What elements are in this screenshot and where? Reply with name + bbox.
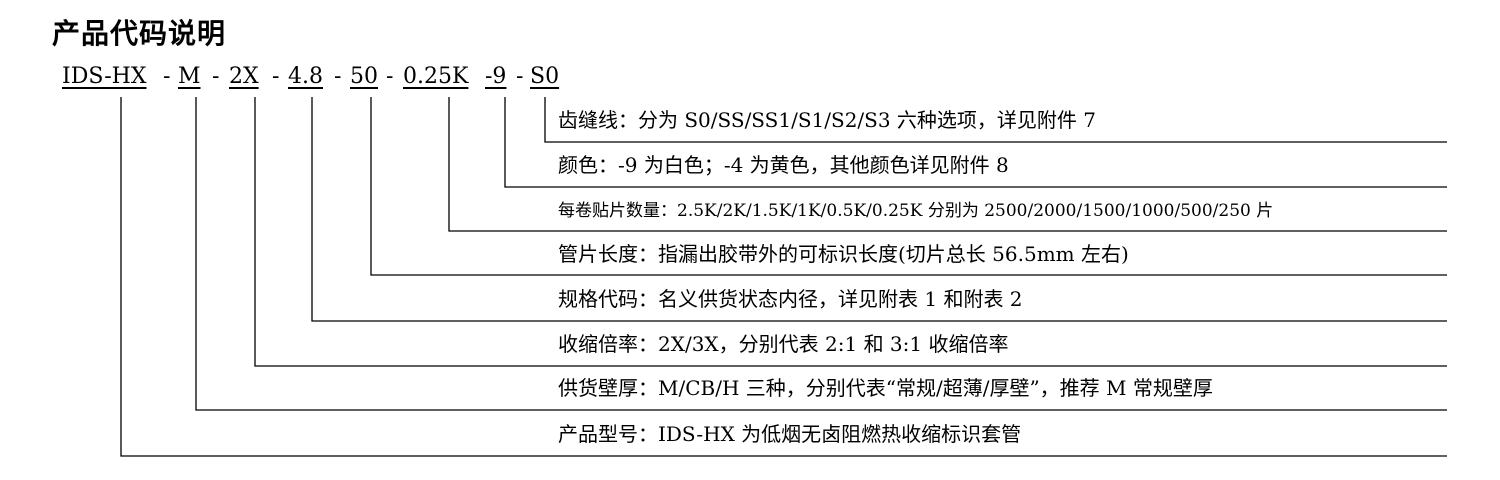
code-dash: - xyxy=(516,64,524,89)
desc-product-model: 产品型号：IDS-HX 为低烟无卤阻燃热收缩标识套管 xyxy=(558,422,1022,446)
desc-color: 颜色：-9 为白色；-4 为黄色，其他颜色详见附件 8 xyxy=(558,153,1009,177)
desc-shrink-ratio: 收缩倍率：2X/3X，分别代表 2:1 和 3:1 收缩倍率 xyxy=(558,332,1009,356)
desc-spec-code: 规格代码：名义供货状态内径，详见附表 1 和附表 2 xyxy=(558,287,1023,311)
page-title: 产品代码说明 xyxy=(52,17,227,50)
code-serration: S0 xyxy=(530,64,560,89)
code-shrink-ratio: 2X xyxy=(229,64,259,89)
code-dash: - xyxy=(272,64,280,89)
code-dash: - xyxy=(212,64,220,89)
code-quantity: 0.25K xyxy=(403,64,469,89)
code-dash: - xyxy=(163,64,171,89)
desc-quantity: 每卷贴片数量：2.5K/2K/1.5K/1K/0.5K/0.25K 分别为 25… xyxy=(558,201,1274,221)
connector-color xyxy=(504,97,1447,188)
connector-serration xyxy=(544,97,1447,143)
desc-length: 管片长度：指漏出胶带外的可标识长度(切片总长 56.5mm 左右) xyxy=(558,242,1129,266)
code-length: 50 xyxy=(350,64,378,89)
connector-shrink-ratio xyxy=(254,97,1447,367)
code-dash: - xyxy=(386,64,394,89)
connector-spec-code xyxy=(311,97,1447,322)
code-spec-code: 4.8 xyxy=(288,64,323,89)
connector-length xyxy=(370,97,1447,276)
code-product-model: IDS-HX xyxy=(62,64,147,89)
connector-quantity xyxy=(448,97,1447,232)
code-color: -9 xyxy=(485,64,507,89)
connector-wall-thickness xyxy=(195,97,1447,411)
code-dash: - xyxy=(334,64,342,89)
connector-product-model xyxy=(120,97,1447,457)
desc-wall-thickness: 供货壁厚：M/CB/H 三种，分别代表“常规/超薄/厚壁”，推荐 M 常规壁厚 xyxy=(558,376,1213,400)
desc-serration: 齿缝线：分为 S0/SS/SS1/S1/S2/S3 六种选项，详见附件 7 xyxy=(558,108,1097,132)
code-wall-thickness: M xyxy=(178,64,201,89)
